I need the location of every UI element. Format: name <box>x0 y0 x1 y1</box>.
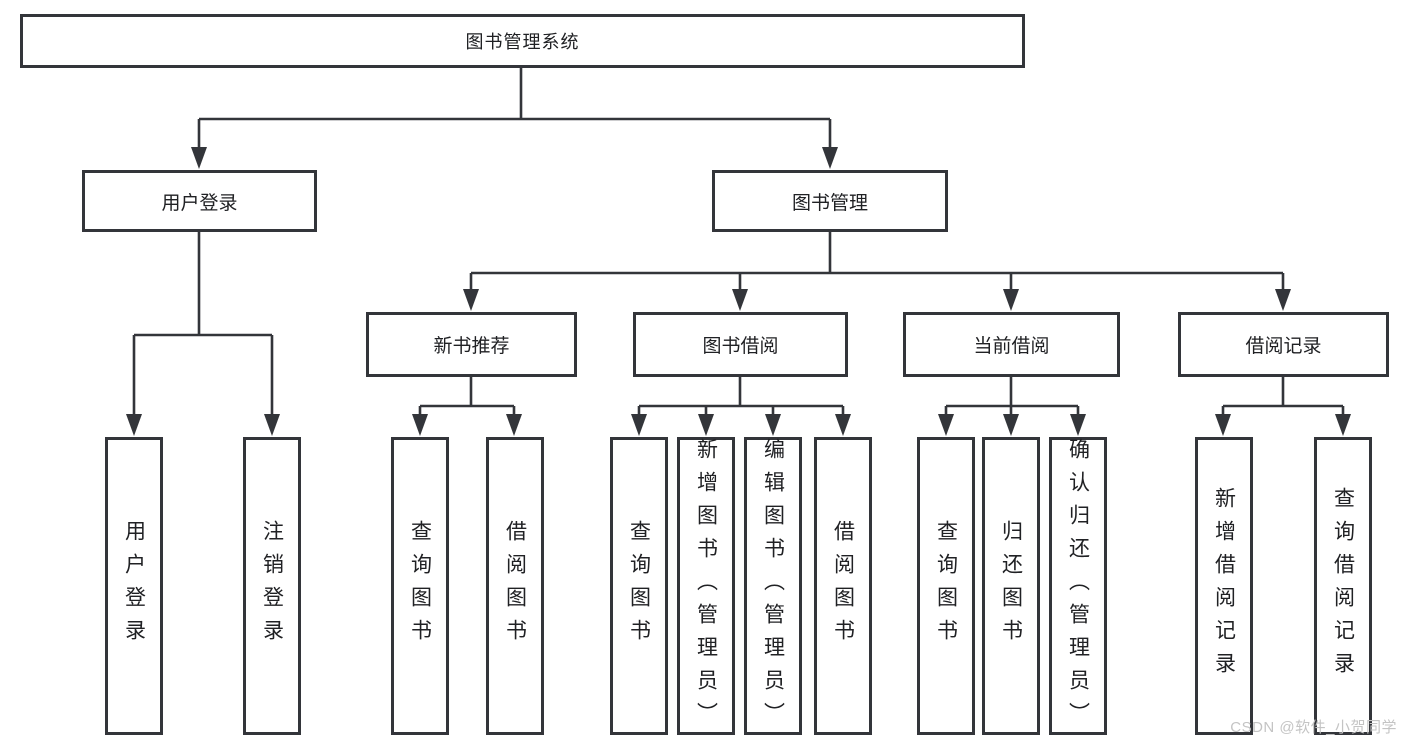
node-query-books: 查询图书 <box>610 437 668 735</box>
node-label: 当前借阅 <box>973 336 1050 357</box>
node-label: 新书推荐 <box>433 336 510 357</box>
node-current-borrowing: 当前借阅 <box>903 312 1120 377</box>
node-label: 借阅图书 <box>831 520 855 652</box>
node-label: 新增借阅记录 <box>1212 487 1236 685</box>
node-label: 用户登录 <box>122 520 146 652</box>
node-return-books: 归还图书 <box>982 437 1040 735</box>
node-label: 注销登录 <box>260 520 284 652</box>
node-book-borrowing: 图书借阅 <box>633 312 848 377</box>
node-label: 查询图书 <box>408 520 432 652</box>
node-label: 借阅图书 <box>503 520 527 652</box>
node-library-management-system: 图书管理系统 <box>20 14 1025 68</box>
node-borrowing-records: 借阅记录 <box>1178 312 1389 377</box>
node-user-login-leaf: 用户登录 <box>105 437 163 735</box>
node-label: 图书管理系统 <box>465 32 580 52</box>
node-borrow-books: 借阅图书 <box>486 437 544 735</box>
node-edit-book-admin: 编辑图书（管理员） <box>744 437 802 735</box>
csdn-watermark: CSDN @软件_小贺同学 <box>1230 719 1397 736</box>
node-label: 编辑图书（管理员） <box>761 437 785 735</box>
node-label: 归还图书 <box>999 520 1023 652</box>
node-borrow-books: 借阅图书 <box>814 437 872 735</box>
node-label: 图书借阅 <box>702 336 779 357</box>
node-confirm-return-admin: 确认归还（管理员） <box>1049 437 1107 735</box>
node-query-books: 查询图书 <box>391 437 449 735</box>
node-new-book-recommend: 新书推荐 <box>366 312 577 377</box>
node-label: 图书管理 <box>791 192 868 214</box>
node-label: 借阅记录 <box>1245 336 1322 357</box>
node-label: 新增图书（管理员） <box>694 437 718 735</box>
node-query-books: 查询图书 <box>917 437 975 735</box>
node-label: 查询图书 <box>934 520 958 652</box>
node-book-management: 图书管理 <box>712 170 948 232</box>
node-query-borrow-record: 查询借阅记录 <box>1314 437 1372 735</box>
node-user-login: 用户登录 <box>82 170 317 232</box>
node-logout: 注销登录 <box>243 437 301 735</box>
node-label: 查询借阅记录 <box>1331 487 1355 685</box>
node-add-book-admin: 新增图书（管理员） <box>677 437 735 735</box>
node-label: 查询图书 <box>627 520 651 652</box>
node-add-borrow-record: 新增借阅记录 <box>1195 437 1253 735</box>
node-label: 确认归还（管理员） <box>1066 437 1090 735</box>
node-label: 用户登录 <box>161 192 238 214</box>
